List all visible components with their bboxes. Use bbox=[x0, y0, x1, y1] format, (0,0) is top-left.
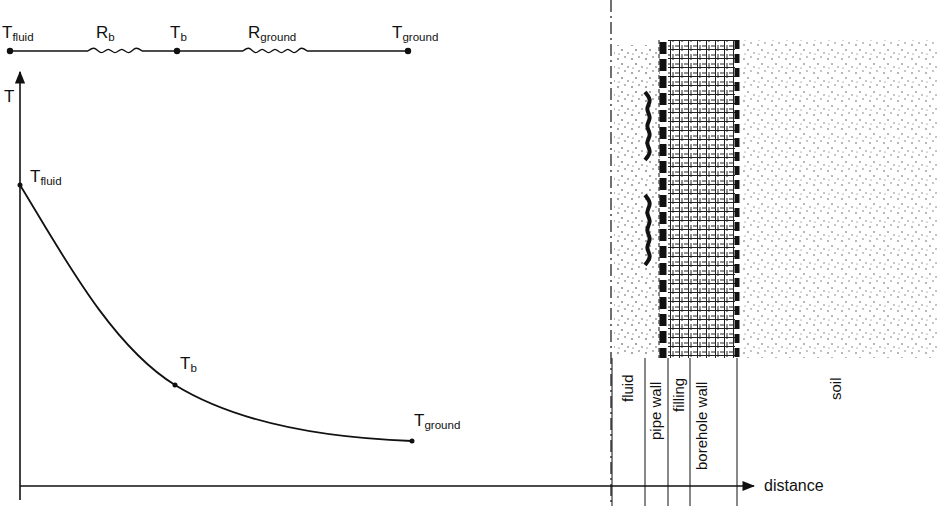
temperature-label: Tb bbox=[170, 24, 187, 41]
temperature-label: Tground bbox=[392, 24, 438, 41]
temperature-label: Tb bbox=[180, 355, 197, 372]
layer-label: fluid bbox=[620, 374, 635, 402]
temperature-label: Tground bbox=[414, 412, 460, 429]
resistance-label: Rb bbox=[96, 24, 115, 41]
axis-label: distance bbox=[764, 478, 824, 494]
layer-label: soil bbox=[828, 377, 843, 400]
temperature-curve bbox=[18, 183, 415, 444]
borehole-section bbox=[612, 40, 937, 506]
separator-line bbox=[610, 0, 611, 506]
layer-label: borehole wall bbox=[694, 382, 709, 470]
temperature-label: Tfluid bbox=[2, 24, 34, 41]
layer-label: filling bbox=[671, 378, 686, 412]
layer-label: pipe wall bbox=[648, 382, 663, 440]
resistor-network bbox=[8, 48, 411, 53]
temperature-label: Tfluid bbox=[30, 168, 62, 185]
resistance-label: Rground bbox=[248, 24, 296, 41]
axis-label: T bbox=[4, 88, 14, 105]
